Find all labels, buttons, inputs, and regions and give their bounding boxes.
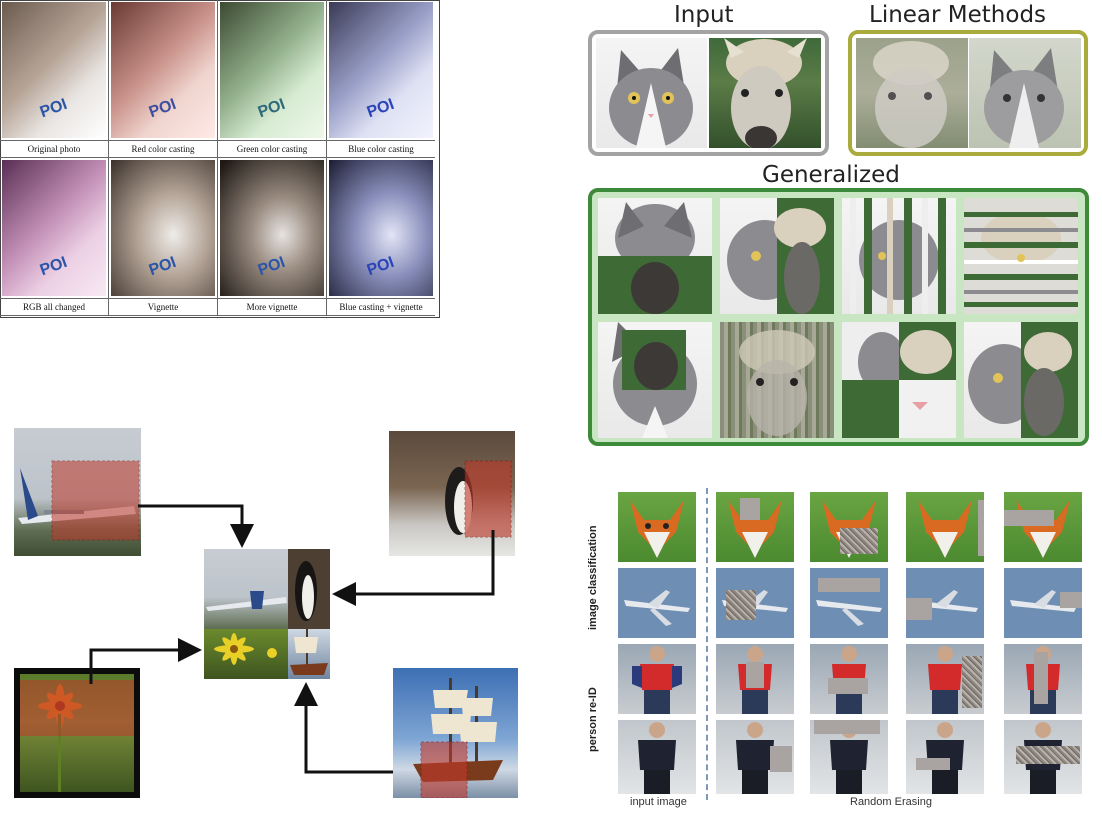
person-red-erase-1: [716, 644, 794, 714]
color-casting-figure: POI Original photo POI Red color casting…: [0, 0, 440, 318]
person-dark-original: [618, 720, 696, 794]
cutout-patch: [598, 322, 712, 438]
label-person-reid: person re-ID: [587, 687, 599, 752]
linear-methods-box: [848, 30, 1088, 156]
mixup-drawing-2: [984, 48, 1064, 148]
generalized-box: [588, 188, 1089, 446]
half-mix: [964, 322, 1078, 438]
mixup-drawing-1: [873, 41, 949, 148]
person-dark-erase-2: [810, 720, 888, 794]
fox-erase-3: [906, 492, 984, 562]
person-red-erase-3: [906, 644, 984, 714]
fox-erase-2: [810, 492, 888, 562]
arrow-ship: [294, 682, 393, 774]
ship-photo: [393, 668, 518, 798]
photo-blue: POI Blue color casting: [327, 0, 435, 158]
person-red-erase-2: [810, 644, 888, 714]
plane-erase-3: [906, 568, 984, 638]
cat-drawing: [609, 48, 693, 148]
label-image-classification: image classification: [587, 525, 599, 630]
mixed-composite: [204, 549, 330, 679]
photo-blue-vignette: POI Blue casting + vignette: [327, 158, 435, 316]
airplane-photo: [14, 428, 141, 556]
title-linear-methods: Linear Methods: [869, 2, 1047, 28]
mixup-image-1: [856, 38, 968, 148]
fox-original: [618, 492, 696, 562]
caption-green: Green color casting: [218, 140, 326, 158]
input-box: [588, 30, 829, 156]
plane-erase-4: [1004, 568, 1082, 638]
alpaca-image: [709, 38, 821, 148]
title-generalized: Generalized: [762, 162, 900, 188]
cat-image: [596, 38, 707, 148]
photo-red: POI Red color casting: [109, 0, 218, 158]
caption-original: Original photo: [0, 140, 108, 158]
penguin-photo: [389, 431, 515, 556]
caption-vignette: Vignette: [109, 298, 217, 316]
photo-original: POI Original photo: [0, 0, 109, 158]
pixel-mix: [720, 322, 834, 438]
plane-erase-2: [810, 568, 888, 638]
person-red-erase-4: [1004, 644, 1082, 714]
person-red-original: [618, 644, 696, 714]
flower-photo: [14, 668, 140, 798]
divider-line: [706, 488, 708, 800]
cutmix-vertical: [598, 198, 712, 314]
stripe-mix-horizontal: [964, 198, 1078, 314]
photo-green: POI Green color casting: [218, 0, 327, 158]
plane-original: [618, 568, 696, 638]
arrow-flower: [89, 638, 202, 684]
caption-red: Red color casting: [109, 140, 217, 158]
cutmix-horizontal: [720, 198, 834, 314]
photo-rgb: POI RGB all changed: [0, 158, 109, 316]
caption-blue-vignette: Blue casting + vignette: [327, 298, 435, 316]
caption-input-image: input image: [630, 796, 687, 808]
arrow-penguin: [332, 530, 495, 606]
caption-rgb: RGB all changed: [0, 298, 108, 316]
fox-erase-1: [716, 492, 794, 562]
photo-more-vignette: POI More vignette: [218, 158, 327, 316]
alpaca-drawing: [724, 38, 807, 148]
mixup-image-2: [969, 38, 1081, 148]
fox-erase-4: [1004, 492, 1082, 562]
plane-erase-1: [716, 568, 794, 638]
quad-mix: [842, 322, 956, 438]
person-dark-erase-3: [906, 720, 984, 794]
photo-vignette: POI Vignette: [109, 158, 218, 316]
title-input: Input: [674, 2, 734, 28]
caption-blue: Blue color casting: [327, 140, 435, 158]
caption-random-erasing: Random Erasing: [850, 796, 932, 808]
person-dark-erase-4: [1004, 720, 1082, 794]
person-dark-erase-1: [716, 720, 794, 794]
caption-more-vignette: More vignette: [218, 298, 326, 316]
stripe-mix-vertical: [842, 198, 956, 314]
arrow-airplane: [138, 504, 254, 548]
